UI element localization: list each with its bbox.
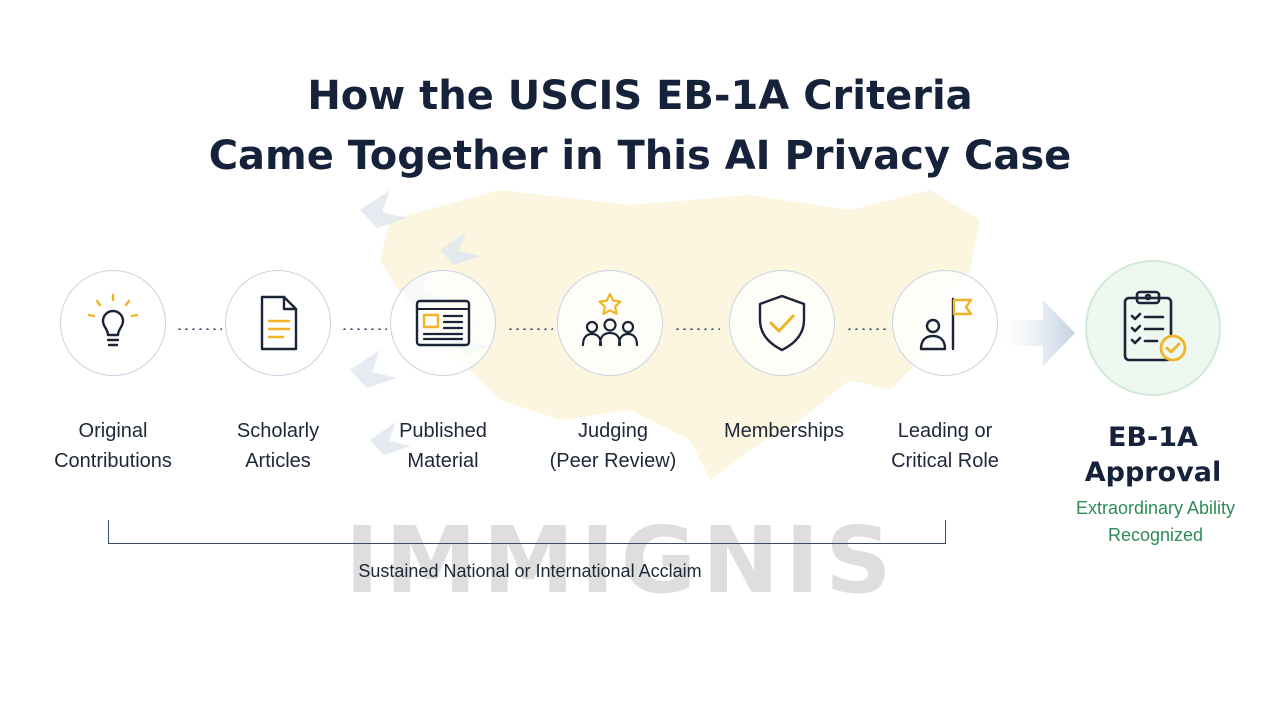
label-scholarly-articles: Scholarly Articles (236, 420, 320, 472)
criterion-scholarly-articles (225, 270, 331, 376)
document-icon (260, 295, 298, 351)
arrow-right-icon (1005, 300, 1075, 366)
connector-4 (674, 328, 720, 330)
eb1a-approval-circle (1085, 260, 1221, 396)
label-original-contributions: Original Contributions (54, 420, 172, 472)
criterion-original-contributions (60, 270, 166, 376)
title-line-1: How the USCIS EB-1A Criteria (307, 73, 973, 119)
newspaper-icon (415, 299, 471, 347)
person-flag-icon (919, 297, 973, 351)
approval-subtitle: Extraordinary Ability Recognized (1075, 498, 1236, 545)
connector-3 (507, 328, 553, 330)
criterion-published-material (390, 270, 496, 376)
lightbulb-icon (87, 293, 139, 347)
criterion-leading-role (892, 270, 998, 376)
label-judging: Judging (Peer Review) (549, 420, 677, 472)
criterion-judging (557, 270, 663, 376)
acclaim-bracket (108, 520, 946, 544)
connector-1 (176, 328, 222, 330)
clipboard-check-icon (1123, 290, 1187, 362)
label-leading-role: Leading or Critical Role (891, 420, 999, 472)
label-published-material: Published Material (399, 420, 487, 472)
acclaim-label: Sustained National or International Accl… (358, 561, 702, 581)
criterion-memberships (729, 270, 835, 376)
page-title: How the USCIS EB-1A Criteria Came Togeth… (0, 66, 1280, 186)
connector-2 (341, 328, 387, 330)
label-memberships: Memberships (723, 420, 845, 442)
people-star-icon (581, 292, 639, 347)
title-line-2: Came Together in This AI Privacy Case (208, 133, 1072, 179)
connector-5 (846, 328, 886, 330)
approval-title: EB-1A Approval (1084, 422, 1222, 488)
shield-check-icon (758, 294, 806, 352)
